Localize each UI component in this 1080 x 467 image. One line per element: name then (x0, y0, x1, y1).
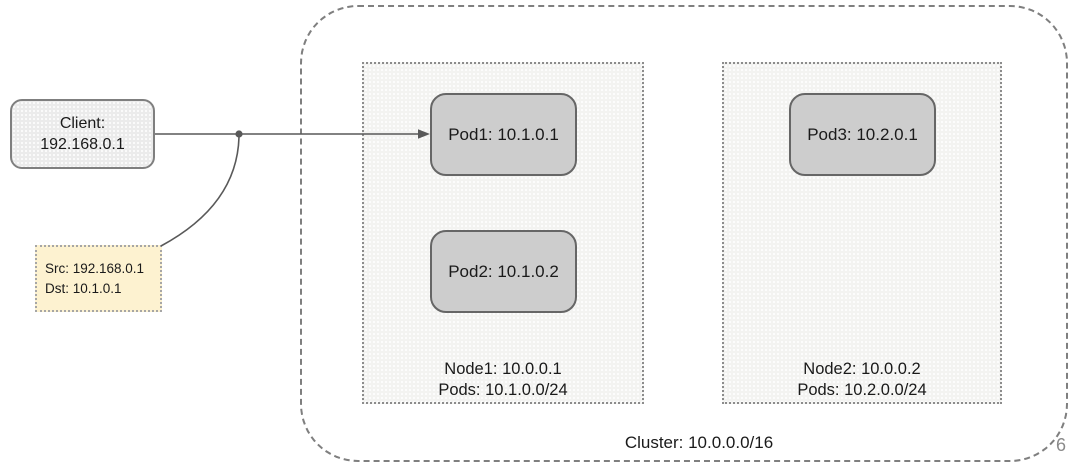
callout-dst-line: Dst: 10.1.0.1 (45, 280, 122, 296)
pod2-label: Pod2: 10.1.0.2 (448, 261, 559, 281)
node2-pods-cidr: Pods: 10.2.0.0/24 (797, 381, 927, 399)
node2-name: Node2: 10.0.0.2 (803, 360, 921, 378)
pod1-label: Pod1: 10.1.0.1 (448, 124, 559, 144)
node1-pods-cidr: Pods: 10.1.0.0/24 (438, 381, 568, 399)
callout-curve (160, 136, 240, 247)
cluster-boundary: Cluster: 10.0.0.0/16 (300, 5, 1068, 462)
client-box: Client: 192.168.0.1 (10, 99, 155, 169)
callout-src-line: Src: 192.168.0.1 (45, 260, 145, 276)
slide-number: 6 (1056, 435, 1067, 455)
pod2-box: Pod2: 10.1.0.2 (430, 230, 577, 313)
pod3-label: Pod3: 10.2.0.1 (807, 124, 918, 144)
pod3-box: Pod3: 10.2.0.1 (789, 93, 936, 176)
pod1-box: Pod1: 10.1.0.1 (430, 93, 577, 176)
node2-label: Node2: 10.0.0.2 Pods: 10.2.0.0/24 (724, 359, 1000, 401)
src-dst-callout: Src: 192.168.0.1 Dst: 10.1.0.1 (35, 245, 162, 312)
client-label-line2: 192.168.0.1 (40, 136, 125, 153)
node1-name: Node1: 10.0.0.1 (444, 360, 562, 378)
junction-dot (235, 130, 243, 138)
client-label-line1: Client: (59, 115, 106, 132)
cluster-label: Cluster: 10.0.0.0/16 (624, 433, 774, 452)
node1-label: Node1: 10.0.0.1 Pods: 10.1.0.0/24 (364, 359, 642, 401)
